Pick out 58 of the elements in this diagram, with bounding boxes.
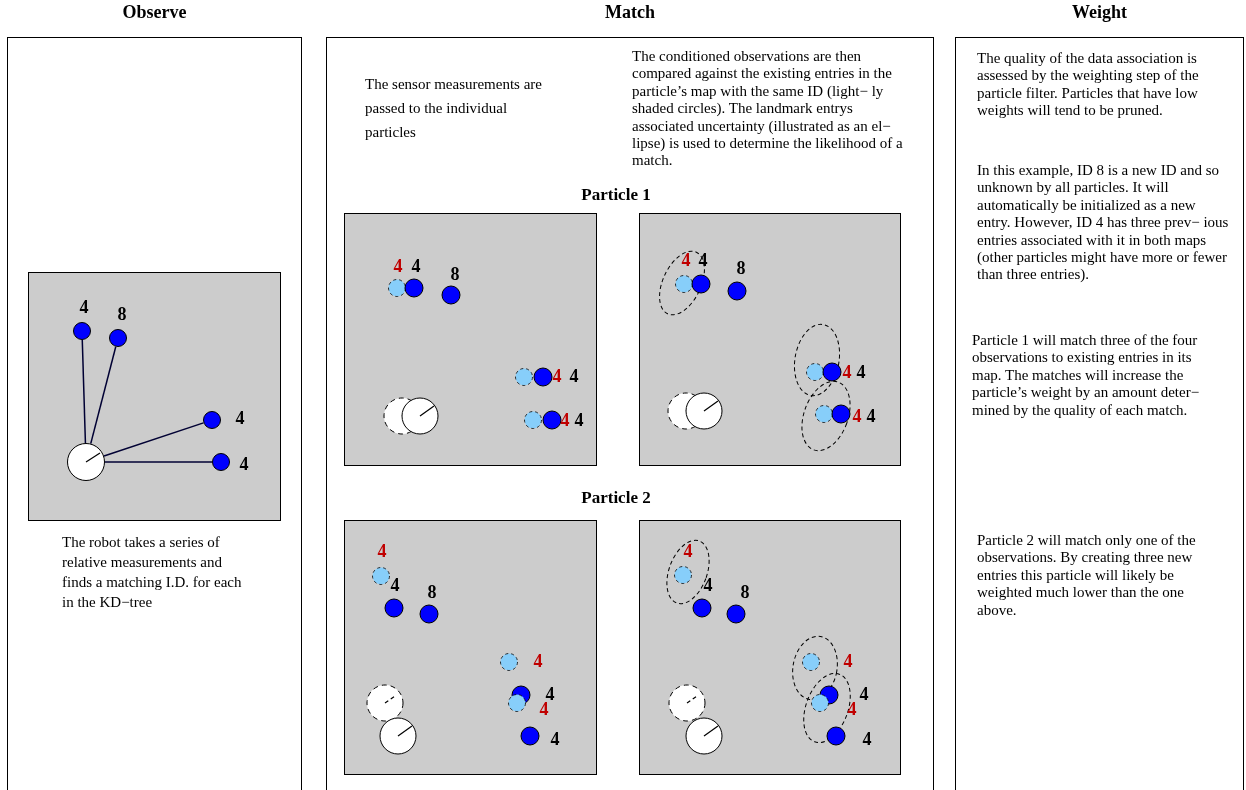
landmark-id: 4 xyxy=(552,367,562,385)
landmark-id: 4 xyxy=(550,730,560,748)
landmark-dot xyxy=(73,322,91,340)
landmark-id: 4 xyxy=(239,455,249,473)
paragraph: The conditioned observations are then compared against the existing entries in the particle’s map with the same ID (light− ly shaded circles). The landmark entrys associated uncertainty (illustrated as an el− lipse) is used to determine the likelihood of a match. xyxy=(632,48,904,170)
landmark-id: 4 xyxy=(569,367,579,385)
landmark-id: 4 xyxy=(377,542,387,560)
landmark-dot xyxy=(203,411,221,429)
landmark-id: 4 xyxy=(866,407,876,425)
measurement-line xyxy=(103,422,205,457)
landmark-id: 4 xyxy=(859,685,869,703)
panel-title: Particle 1 xyxy=(581,185,651,205)
map-panel xyxy=(639,213,901,466)
landmark-id: 8 xyxy=(740,583,750,601)
landmark-id: 4 xyxy=(235,409,245,427)
paragraph: In this example, ID 8 is a new ID and so unknown by all particles. It will automatically be initialized as a new entry. However, ID 4 has three prev− ious entries associated with it in both maps (other particles might have more or fewer than three entries). xyxy=(977,162,1229,284)
robot-circle xyxy=(67,443,105,481)
column-heading: Match xyxy=(605,2,655,23)
panel-title: Particle 2 xyxy=(581,488,651,508)
landmark-id: 4 xyxy=(862,730,872,748)
landmark-id: 4 xyxy=(560,411,570,429)
landmark-id: 4 xyxy=(393,257,403,275)
landmark-id: 4 xyxy=(852,407,862,425)
landmark-id: 4 xyxy=(683,542,693,560)
landmark-id: 4 xyxy=(856,363,866,381)
map-panel xyxy=(344,213,597,466)
landmark-id: 4 xyxy=(698,251,708,269)
map-panel xyxy=(639,520,901,775)
landmark-id: 8 xyxy=(736,259,746,277)
landmark-id: 8 xyxy=(117,305,127,323)
landmark-dot xyxy=(212,453,230,471)
paragraph: The robot takes a series of relative measurements and finds a matching I.D. for each in the KD−tree xyxy=(62,533,242,612)
column-heading: Weight xyxy=(1072,2,1127,23)
landmark-dot xyxy=(109,329,127,347)
landmark-id: 4 xyxy=(79,298,89,316)
measurement-line xyxy=(90,345,117,445)
column-heading: Observe xyxy=(122,2,187,23)
landmark-id: 4 xyxy=(703,576,713,594)
landmark-id: 8 xyxy=(450,265,460,283)
measurement-line xyxy=(81,339,87,444)
paragraph: Particle 2 will match only one of the observations. By creating three new entries this particle will likely be weighted much lower than the one above. xyxy=(977,532,1197,620)
landmark-id: 4 xyxy=(545,685,555,703)
landmark-id: 4 xyxy=(847,700,857,718)
measurement-line xyxy=(104,461,213,463)
paragraph: The sensor measurements are passed to the individual particles xyxy=(365,75,543,142)
map-panel xyxy=(28,272,281,521)
paragraph: Particle 1 will match three of the four observations to existing entries in its map. The matches will increase the particle’s weight by an amount deter− mined by the quality of each match. xyxy=(972,332,1201,420)
landmark-id: 4 xyxy=(539,700,549,718)
landmark-id: 4 xyxy=(681,251,691,269)
landmark-id: 4 xyxy=(533,652,543,670)
landmark-id: 4 xyxy=(842,363,852,381)
landmark-id: 4 xyxy=(574,411,584,429)
landmark-id: 4 xyxy=(411,257,421,275)
landmark-id: 4 xyxy=(390,576,400,594)
landmark-id: 8 xyxy=(427,583,437,601)
paragraph: The quality of the data association is assessed by the weighting step of the particle filter. Particles that have low weights will tend to be pruned. xyxy=(977,50,1200,120)
landmark-id: 4 xyxy=(843,652,853,670)
map-panel xyxy=(344,520,597,775)
